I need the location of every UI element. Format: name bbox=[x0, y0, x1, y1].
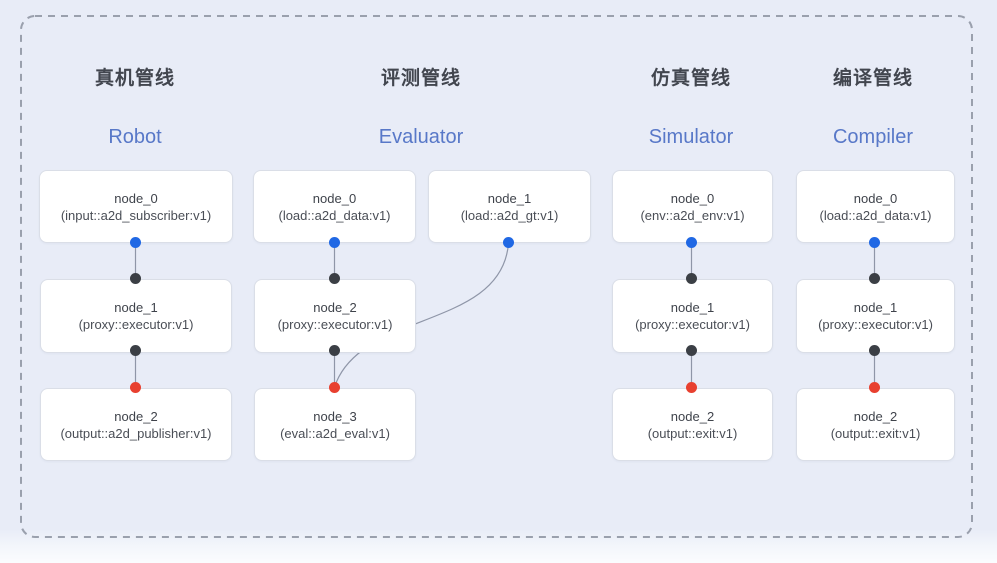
output-port-dot-dark bbox=[686, 345, 697, 356]
input-port-dot bbox=[329, 273, 340, 284]
node-name: node_0 bbox=[312, 190, 357, 206]
node-box-robot-node2: node_2 (output::a2d_publisher:v1) bbox=[40, 388, 232, 461]
input-port-dot bbox=[869, 273, 880, 284]
input-port-dot bbox=[686, 273, 697, 284]
node-name: node_3 bbox=[313, 408, 357, 424]
pipeline-header-simulator: 仿真管线 Simulator bbox=[591, 63, 791, 149]
node-box-simulator-node1: node_1 (proxy::executor:v1) bbox=[612, 279, 773, 353]
node-box-evaluator-node0: node_0 (load::a2d_data:v1) bbox=[253, 170, 416, 243]
node-name: node_0 bbox=[114, 190, 158, 206]
node-type: (proxy::executor:v1) bbox=[277, 317, 393, 332]
pipeline-title-en: Evaluator bbox=[378, 126, 464, 148]
node-name: node_2 bbox=[670, 408, 715, 424]
node-box-evaluator-node2: node_2 (proxy::executor:v1) bbox=[254, 279, 416, 353]
output-port-dot bbox=[130, 237, 141, 248]
node-box-evaluator-node3: node_3 (eval::a2d_eval:v1) bbox=[254, 388, 416, 461]
node-type: (output::a2d_publisher:v1) bbox=[60, 425, 212, 441]
node-name: node_0 bbox=[853, 190, 898, 206]
node-type: (load::a2d_data:v1) bbox=[278, 207, 391, 223]
node-type: (env::a2d_env:v1) bbox=[640, 207, 745, 223]
node-box-simulator-node2: node_2 (output::exit:v1) bbox=[612, 388, 773, 461]
node-type: (proxy::executor:v1) bbox=[818, 317, 933, 332]
node-type: (eval::a2d_eval:v1) bbox=[280, 425, 390, 441]
node-name: node_1 bbox=[670, 300, 715, 315]
pipeline-title-zh: 编译管线 bbox=[832, 68, 913, 89]
node-box-compiler-node1: node_1 (proxy::executor:v1) bbox=[796, 279, 955, 353]
node-type: (output::exit:v1) bbox=[830, 425, 921, 441]
node-type: (load::a2d_data:v1) bbox=[819, 207, 932, 223]
output-port-dot bbox=[329, 237, 340, 248]
node-box-compiler-node0: node_0 (load::a2d_data:v1) bbox=[796, 170, 955, 243]
node-name: node_1 bbox=[114, 300, 158, 315]
output-port-dot-dark bbox=[130, 345, 141, 356]
node-box-robot-node0: node_0 (input::a2d_subscriber:v1) bbox=[39, 170, 233, 243]
pipeline-title-zh: 真机管线 bbox=[94, 68, 175, 89]
pipeline-header-evaluator: 评测管线 Evaluator bbox=[271, 63, 571, 149]
pipeline-title-en: Simulator bbox=[648, 126, 734, 148]
terminal-port-dot bbox=[686, 382, 697, 393]
output-port-dot-dark bbox=[869, 345, 880, 356]
node-name: node_2 bbox=[114, 408, 158, 424]
node-type: (proxy::executor:v1) bbox=[78, 317, 194, 332]
dashed-border bbox=[20, 15, 973, 538]
pipeline-title-zh: 仿真管线 bbox=[650, 68, 731, 89]
pipeline-title-zh: 评测管线 bbox=[380, 68, 461, 89]
pipeline-header-robot: 真机管线 Robot bbox=[35, 63, 235, 149]
node-type: (load::a2d_gt:v1) bbox=[460, 207, 559, 223]
node-type: (output::exit:v1) bbox=[647, 425, 738, 441]
input-port-dot bbox=[130, 273, 141, 284]
connector-curve-gt-to-eval bbox=[333, 242, 510, 388]
pipeline-title-en: Robot bbox=[108, 126, 162, 148]
pipeline-title-en: Compiler bbox=[832, 126, 914, 148]
node-type: (proxy::executor:v1) bbox=[635, 317, 750, 332]
terminal-port-dot bbox=[130, 382, 141, 393]
node-name: node_0 bbox=[670, 190, 715, 206]
output-port-dot-gt bbox=[503, 237, 514, 248]
pipeline-header-compiler: 编译管线 Compiler bbox=[773, 63, 973, 149]
terminal-port-dot bbox=[869, 382, 880, 393]
node-name: node_2 bbox=[853, 408, 898, 424]
node-name: node_1 bbox=[853, 300, 898, 315]
node-box-evaluator-node1: node_1 (load::a2d_gt:v1) bbox=[428, 170, 591, 243]
node-box-robot-node1: node_1 (proxy::executor:v1) bbox=[40, 279, 232, 353]
node-box-simulator-node0: node_0 (env::a2d_env:v1) bbox=[612, 170, 773, 243]
output-port-dot bbox=[869, 237, 880, 248]
output-port-dot bbox=[686, 237, 697, 248]
terminal-port-dot bbox=[329, 382, 340, 393]
node-name: node_1 bbox=[487, 190, 532, 206]
output-port-dot-dark bbox=[329, 345, 340, 356]
node-name: node_2 bbox=[313, 300, 357, 315]
node-type: (input::a2d_subscriber:v1) bbox=[60, 207, 212, 223]
node-box-compiler-node2: node_2 (output::exit:v1) bbox=[796, 388, 955, 461]
